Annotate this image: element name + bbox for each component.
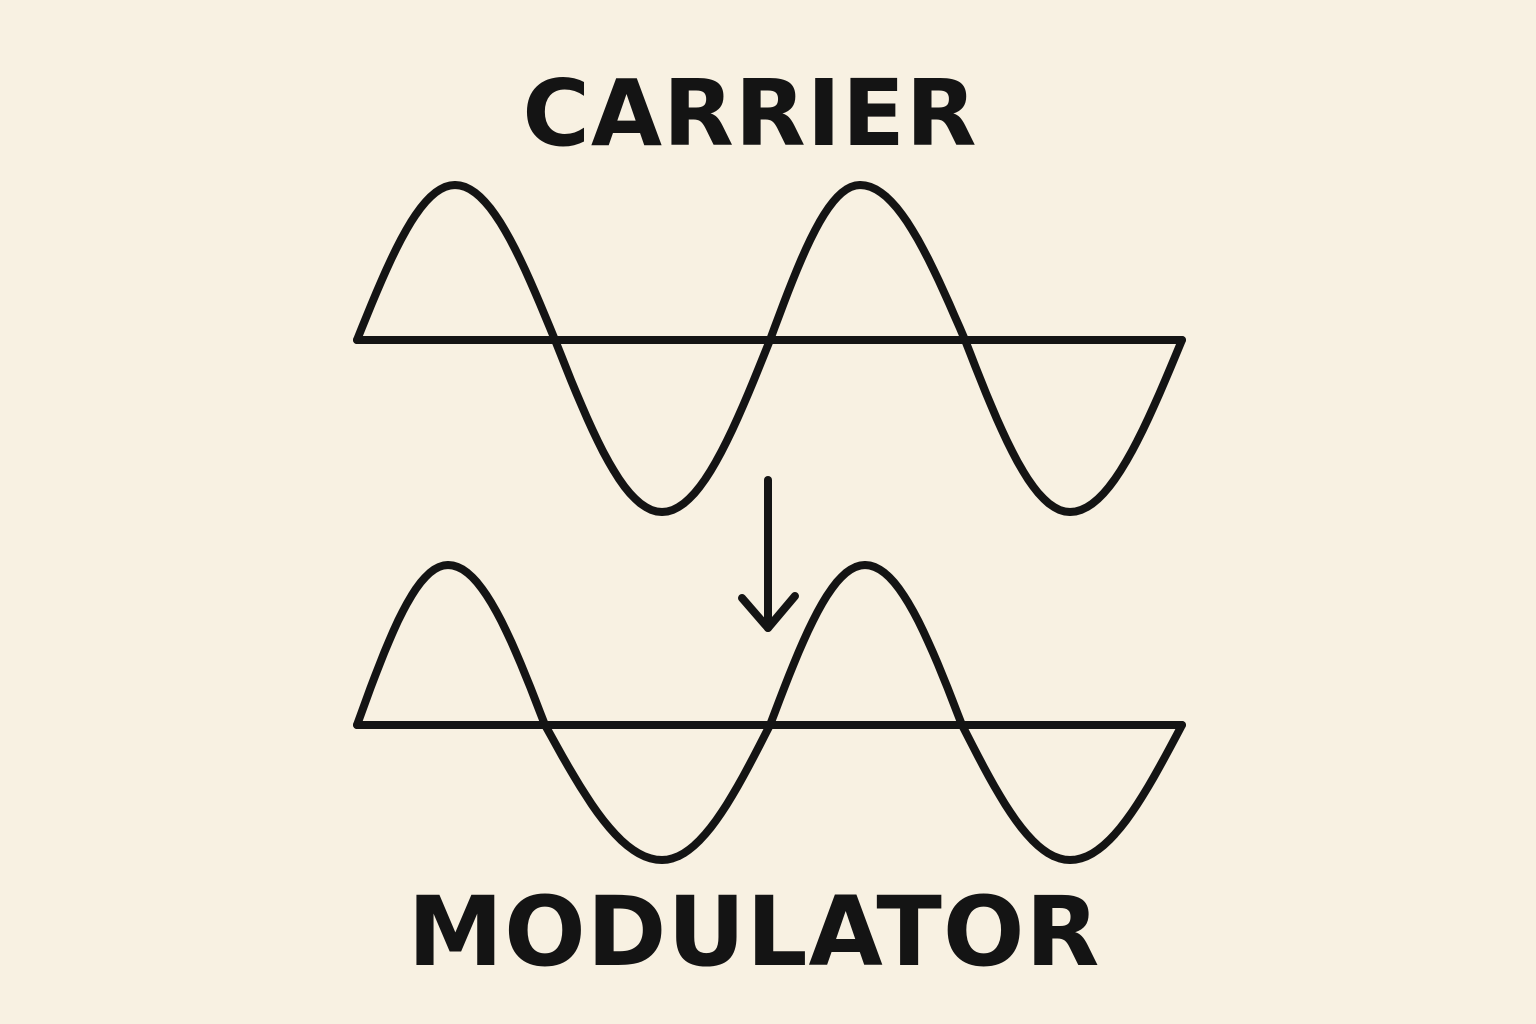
modulator-label: MODULATOR — [407, 876, 1101, 988]
modulator-wave — [353, 561, 1186, 864]
modulator-wave-group — [353, 561, 1186, 864]
down-arrow-icon — [738, 476, 799, 632]
carrier-label: CARRIER — [522, 60, 978, 167]
carrier-wave-group — [353, 181, 1186, 516]
carrier-wave — [353, 181, 1186, 516]
